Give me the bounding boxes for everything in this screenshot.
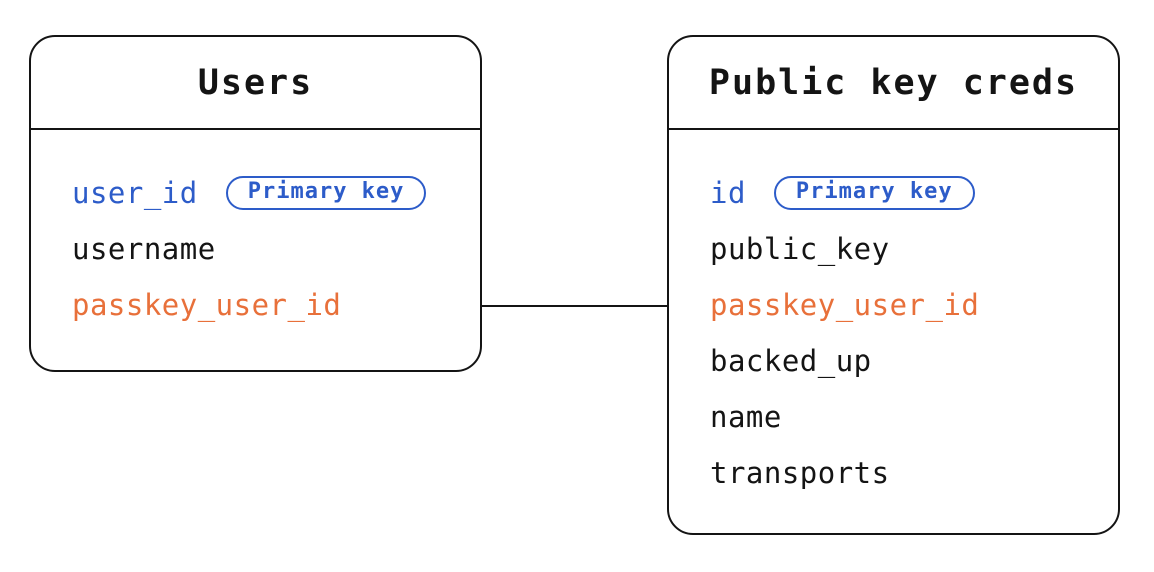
field-id: id [710,176,746,210]
primary-key-badge: Primary key [773,175,975,211]
field-backed-up: backed_up [710,344,872,378]
field-passkey-user-id: passkey_user_id [710,288,980,322]
field-row-username: username [72,221,480,277]
field-row-backed-up: backed_up [710,333,1118,389]
table-users-fields: user_id Primary key username passkey_use… [31,130,480,333]
table-users-title: Users [31,37,480,130]
field-row-passkey-user-id: passkey_user_id [72,277,480,333]
field-row-user-id: user_id Primary key [72,165,480,221]
field-transports: transports [710,456,890,490]
field-row-passkey-user-id: passkey_user_id [710,277,1118,333]
table-public-key-creds: Public key creds id Primary key public_k… [667,35,1120,535]
field-public-key: public_key [710,232,890,266]
field-name: name [710,400,782,434]
field-passkey-user-id: passkey_user_id [72,288,342,322]
field-row-name: name [710,389,1118,445]
field-row-transports: transports [710,445,1118,501]
field-row-public-key: public_key [710,221,1118,277]
field-row-id: id Primary key [710,165,1118,221]
field-user-id: user_id [72,176,198,210]
table-public-key-creds-fields: id Primary key public_key passkey_user_i… [669,130,1118,501]
field-username: username [72,232,216,266]
table-public-key-creds-title: Public key creds [669,37,1118,130]
table-users: Users user_id Primary key username passk… [29,35,482,372]
relationship-connector-line [482,305,667,307]
primary-key-badge: Primary key [225,175,427,211]
